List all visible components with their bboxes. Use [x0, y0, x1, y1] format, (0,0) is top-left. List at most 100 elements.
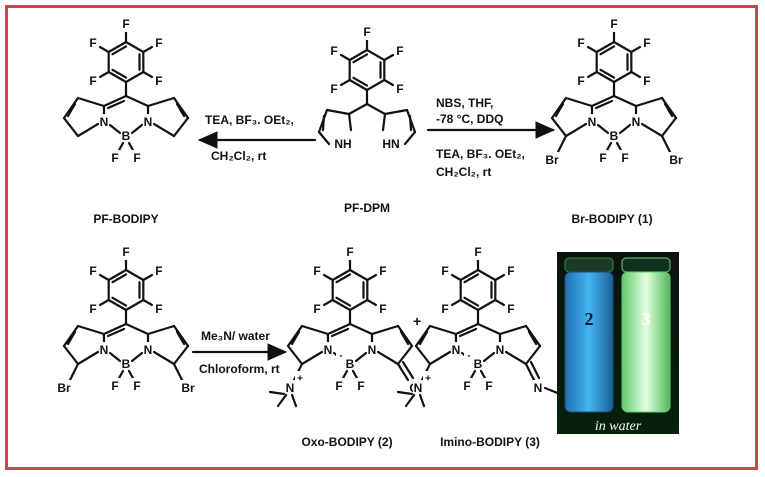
fluorine-atom: F — [313, 264, 320, 278]
c-f-bond — [339, 78, 351, 87]
bond — [428, 324, 458, 336]
atom-halo — [394, 43, 405, 59]
atom-halo — [543, 152, 561, 168]
atom-halo — [88, 263, 99, 279]
atom-halo — [285, 380, 295, 396]
phenyl-bond — [124, 298, 145, 312]
c-f-bond — [142, 45, 154, 54]
condition-right-2: -78 °C, DDQ — [436, 112, 503, 126]
phenyl-double-bond — [352, 76, 369, 87]
c-f-bond — [383, 78, 395, 87]
nitrogen-atom: N — [496, 343, 505, 357]
bond — [365, 102, 387, 116]
ammonium-nitrogen: N — [286, 381, 295, 395]
phenyl-bond — [124, 268, 145, 282]
phenyl-double-bond — [111, 68, 128, 79]
bond — [550, 96, 568, 120]
bond — [62, 324, 80, 348]
bond — [130, 351, 144, 363]
c-f-bond — [586, 70, 598, 79]
bond — [454, 322, 480, 336]
fluorine-atom: F — [379, 302, 386, 316]
phenyl-double-bond — [599, 45, 616, 56]
atom-halo — [533, 380, 543, 396]
c-f-bond — [98, 298, 110, 307]
bromine-atom: Br — [545, 153, 559, 167]
atom-halo — [345, 244, 355, 260]
double-bond — [175, 330, 186, 346]
c-f-bond — [450, 298, 462, 307]
bond — [172, 324, 190, 348]
phenyl-bond — [612, 40, 633, 54]
atom-halo — [132, 150, 142, 166]
fluorine-atom: F — [89, 264, 96, 278]
fluorine-atom: F — [155, 264, 162, 278]
bond — [326, 322, 352, 336]
bond — [76, 96, 106, 108]
atom-halo — [295, 371, 305, 387]
atom-halo — [110, 378, 120, 394]
bond — [403, 130, 417, 146]
c-f-bond — [98, 70, 110, 79]
atom-halo — [382, 136, 400, 152]
c-f-bond — [366, 273, 378, 282]
bond — [108, 123, 122, 135]
label-pf-bodipy: PF-BODIPY — [93, 212, 158, 226]
c-br-bond — [68, 362, 80, 382]
phenyl-bond — [107, 40, 128, 54]
bond — [325, 108, 351, 116]
phenyl-bond — [612, 70, 633, 84]
atom-halo — [609, 128, 619, 144]
bond — [596, 123, 610, 135]
atom-halo — [462, 378, 472, 394]
bond — [347, 102, 369, 116]
n-methyl-bond — [276, 393, 288, 408]
vial-right-label: 3 — [642, 309, 651, 329]
boron-atom: B — [122, 129, 131, 143]
atom-halo — [179, 380, 197, 396]
phenyl-bond — [107, 268, 128, 282]
bond — [618, 123, 632, 135]
atom-halo — [377, 301, 388, 317]
condition-right-1: NBS, THF, — [436, 96, 493, 110]
phenyl-double-bond — [352, 53, 369, 64]
double-bond — [321, 114, 326, 132]
plus-sign: + — [413, 313, 421, 329]
phenyl-bond — [476, 298, 497, 312]
charge-minus: - — [467, 351, 470, 362]
vials-photo: 2 3 in water — [557, 252, 679, 434]
fluorine-atom: F — [89, 302, 96, 316]
atom-halo — [377, 263, 388, 279]
bond — [62, 344, 80, 366]
fluorine-atom: F — [133, 379, 140, 393]
fluorine-atom: F — [346, 245, 353, 259]
bromine-atom: Br — [181, 381, 195, 395]
nitrogen-atom: N — [324, 343, 333, 357]
charge-plus: + — [425, 374, 431, 385]
bond — [414, 344, 432, 366]
vial-left-label: 2 — [585, 309, 594, 329]
fluorine-atom: F — [474, 245, 481, 259]
atom-halo — [55, 380, 73, 396]
c-f-bond — [339, 53, 351, 62]
atom-halo — [641, 73, 652, 89]
atom-halo — [394, 81, 405, 97]
c-f-bond — [366, 298, 378, 307]
double-bond — [418, 330, 429, 346]
fluorine-atom: F — [133, 151, 140, 165]
bond — [146, 324, 176, 336]
label-br-bodipy: Br-BODIPY (1) — [571, 212, 652, 226]
atom-halo — [356, 378, 366, 394]
boron-atom: B — [346, 357, 355, 371]
bond — [524, 344, 542, 366]
bond — [376, 350, 400, 366]
charge-plus: + — [297, 374, 303, 385]
atom-halo — [88, 35, 99, 51]
fluorine-atom: F — [643, 36, 650, 50]
nitrogen-atom: N — [452, 343, 461, 357]
double-bond — [663, 102, 674, 118]
phenyl-bond — [365, 48, 386, 62]
phenyl-double-bond — [463, 273, 480, 284]
